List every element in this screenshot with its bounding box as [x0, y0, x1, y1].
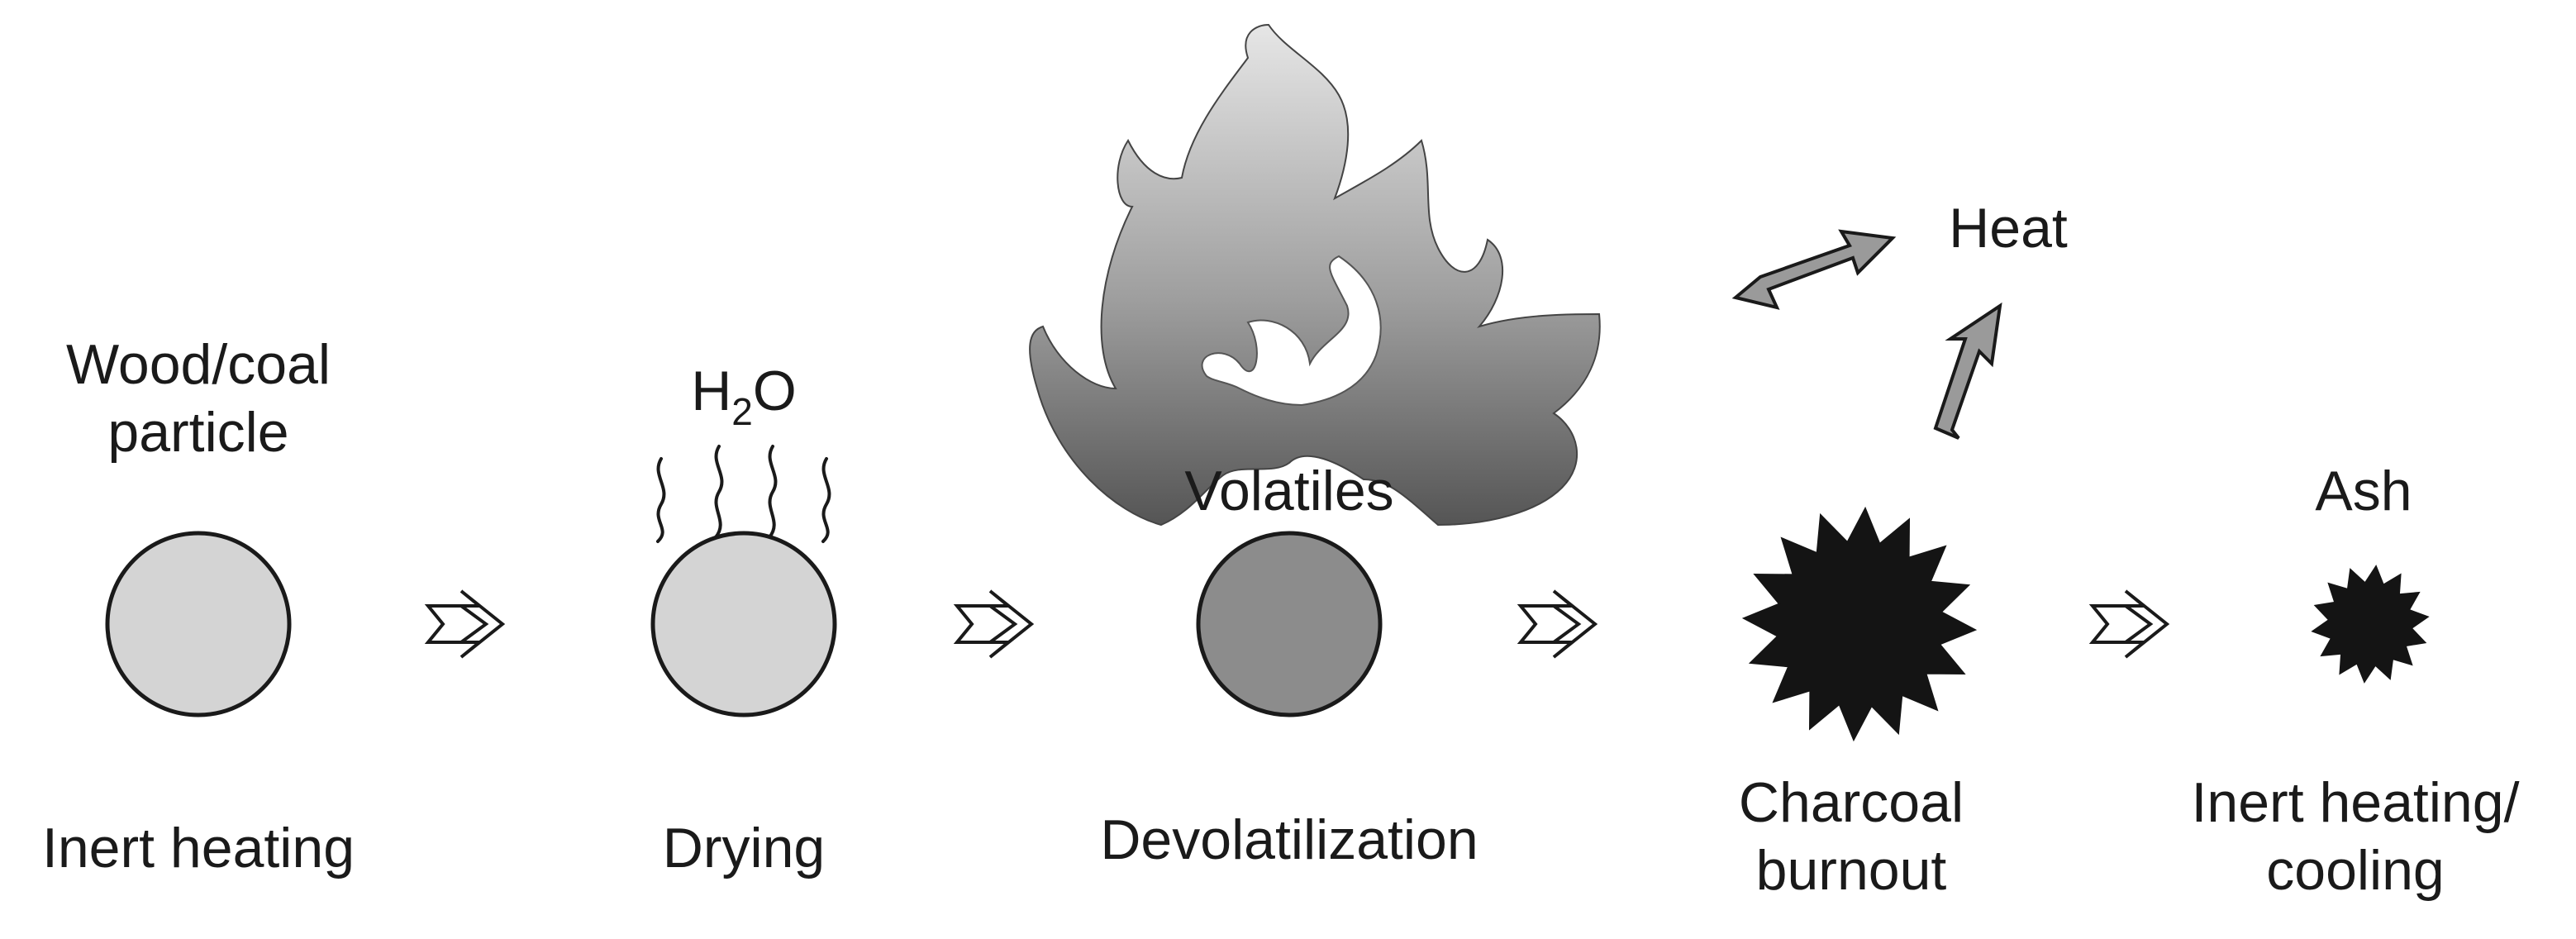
water-label-subscript: 2	[731, 390, 753, 433]
stage-caption-1-line1: Inert heating	[41, 817, 355, 879]
particle-label-line2: particle	[107, 401, 289, 464]
steam-wave-icon	[656, 445, 831, 543]
stage-caption-5-line1: Inert heating/	[2191, 771, 2520, 834]
ash-particle-icon	[2311, 565, 2430, 684]
volatiles-label: Volatiles	[1184, 460, 1394, 522]
stage-caption-5-line2: cooling	[2266, 839, 2445, 902]
water-label-o: O	[752, 360, 797, 422]
process-arrow-1	[424, 589, 506, 659]
devolatilizing-particle	[1196, 531, 1383, 717]
water-label-h: H	[691, 360, 732, 422]
heat-label: Heat	[1949, 197, 2068, 260]
double-chevron-arrow-icon	[2088, 589, 2170, 659]
stage-caption-4-line1: Charcoal	[1738, 771, 1964, 834]
ash-label: Ash	[2315, 460, 2412, 522]
water-label: H2O	[645, 357, 843, 446]
double-chevron-arrow-icon	[424, 589, 506, 659]
particle-label-line1: Wood/coal	[65, 333, 331, 396]
heat-arrow-up	[1933, 302, 2002, 440]
stage-caption-inert-heating: Inert heating	[0, 814, 397, 882]
drying-particle	[650, 531, 837, 717]
stage-caption-charcoal-burnout: Charcoal burnout	[1686, 769, 2017, 904]
stage-caption-2-line1: Drying	[662, 817, 826, 879]
particle-label: Wood/coal particle	[33, 331, 364, 466]
double-chevron-arrow-icon	[953, 589, 1035, 659]
flame-icon	[1029, 23, 1601, 527]
heat-arrow-right	[1731, 229, 1897, 310]
stage-caption-3-line1: Devolatilization	[1100, 808, 1478, 871]
double-chevron-arrow-icon	[1517, 589, 1598, 659]
wood-coal-particle	[105, 531, 292, 717]
process-arrow-3	[1517, 589, 1598, 659]
process-arrow-2	[953, 589, 1035, 659]
process-arrow-4	[2088, 589, 2170, 659]
flame-inner-icon	[1201, 255, 1382, 407]
stage-caption-4-line2: burnout	[1755, 839, 1947, 902]
stage-caption-devolatilization: Devolatilization	[1041, 806, 1537, 874]
stage-caption-drying: Drying	[579, 814, 909, 882]
stage-caption-inert-heating-cooling: Inert heating/ cooling	[2149, 769, 2562, 904]
jagged-star-icon	[1741, 506, 1978, 742]
